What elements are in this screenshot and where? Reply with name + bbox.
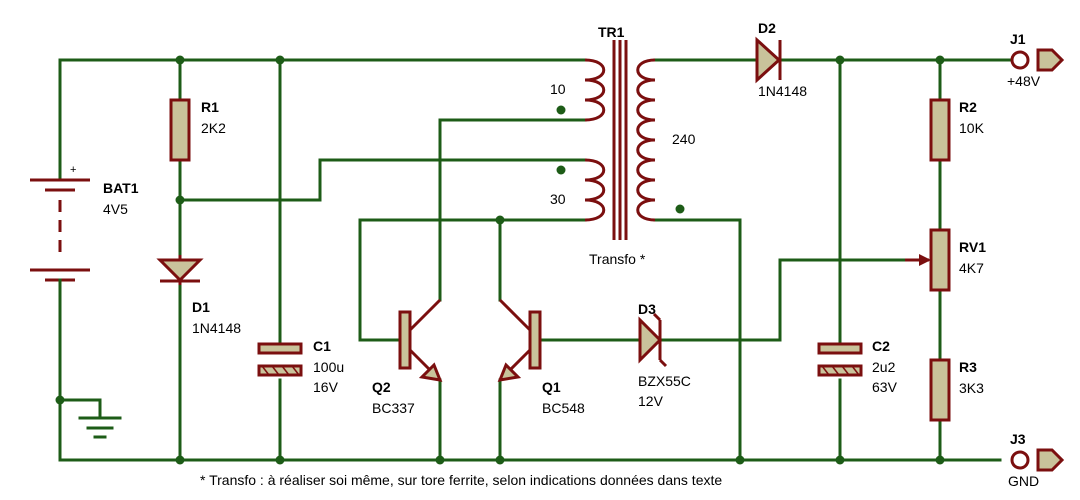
c2-value: 2u2 — [872, 359, 896, 375]
transformer-tr1: TR1 10 30 240 Transfo * — [550, 24, 696, 267]
junction-dot — [495, 455, 505, 465]
junction-dot — [275, 55, 285, 65]
d3-ref: D3 — [638, 301, 656, 317]
connector-j3: J3 GND — [1008, 431, 1065, 489]
q2-value: BC337 — [372, 400, 415, 416]
junction-dot — [935, 455, 945, 465]
r2-ref: R2 — [959, 99, 977, 115]
r3-ref: R3 — [959, 359, 977, 375]
d2-value: 1N4148 — [758, 83, 807, 99]
d1-ref: D1 — [192, 299, 210, 315]
diode-d1: D1 1N4148 — [156, 255, 241, 336]
connector-j1: J1 +48V — [1007, 31, 1065, 89]
d3-value: BZX55C — [638, 373, 691, 389]
c2-ref: C2 — [872, 338, 890, 354]
tr1-turns-240: 240 — [672, 131, 696, 147]
bat1-ref: BAT1 — [103, 180, 139, 196]
tr1-turns-30: 30 — [550, 191, 566, 207]
tr1-ref: TR1 — [598, 24, 625, 40]
r2-value: 10K — [959, 120, 985, 136]
q1-ref: Q1 — [542, 379, 561, 395]
bat1-value: 4V5 — [103, 201, 128, 217]
diode-d2: D2 1N4148 — [755, 20, 807, 99]
junction-dot — [175, 55, 185, 65]
phase-dot — [556, 105, 566, 115]
j3-ref: J3 — [1010, 431, 1026, 447]
r1-value: 2K2 — [201, 120, 226, 136]
junction-dot — [55, 395, 65, 405]
rv1-value: 4K7 — [959, 260, 984, 276]
r3-value: 3K3 — [959, 380, 984, 396]
q1-value: BC548 — [542, 400, 585, 416]
zener-d3: D3 BZX55C 12V — [638, 301, 691, 409]
resistor-r2: R2 10K — [929, 98, 985, 162]
wires — [58, 58, 1014, 462]
transistor-q2: Q2 BC337 — [372, 298, 443, 416]
c2-voltage: 63V — [872, 379, 898, 395]
capacitor-c2: C2 2u2 63V — [817, 338, 898, 395]
junction-dots — [55, 55, 945, 465]
junction-dot — [175, 195, 185, 205]
battery-polarity: + — [70, 164, 76, 176]
j3-label: GND — [1008, 473, 1039, 489]
junction-dot — [735, 455, 745, 465]
tr1-value: Transfo * — [589, 251, 646, 267]
tr1-turns-10: 10 — [550, 81, 566, 97]
footnote: * Transfo : à réaliser soi même, sur tor… — [200, 472, 722, 488]
ground-symbol — [78, 416, 122, 439]
d1-value: 1N4148 — [192, 320, 241, 336]
junction-dot — [435, 455, 445, 465]
junction-dot — [495, 215, 505, 225]
j1-ref: J1 — [1010, 31, 1026, 47]
j1-label: +48V — [1007, 73, 1041, 89]
r1-ref: R1 — [201, 99, 219, 115]
resistor-r3: R3 3K3 — [929, 358, 984, 422]
resistor-r1: R1 2K2 — [169, 98, 226, 162]
junction-dot — [175, 455, 185, 465]
c1-value: 100u — [313, 359, 344, 375]
phase-dot — [556, 165, 566, 175]
d3-voltage: 12V — [638, 393, 664, 409]
battery-bat1: + BAT1 4V5 — [30, 163, 139, 292]
capacitor-c1: C1 100u 16V — [257, 338, 344, 395]
potentiometer-rv1: RV1 4K7 — [905, 228, 986, 292]
transistor-q1: Q1 BC548 — [497, 298, 585, 416]
rv1-ref: RV1 — [959, 239, 986, 255]
c1-voltage: 16V — [313, 379, 339, 395]
junction-dot — [935, 55, 945, 65]
q2-ref: Q2 — [372, 379, 391, 395]
d2-ref: D2 — [758, 20, 776, 36]
junction-dot — [275, 455, 285, 465]
junction-dot — [835, 55, 845, 65]
phase-dot — [675, 204, 685, 214]
junction-dot — [835, 455, 845, 465]
c1-ref: C1 — [313, 338, 331, 354]
